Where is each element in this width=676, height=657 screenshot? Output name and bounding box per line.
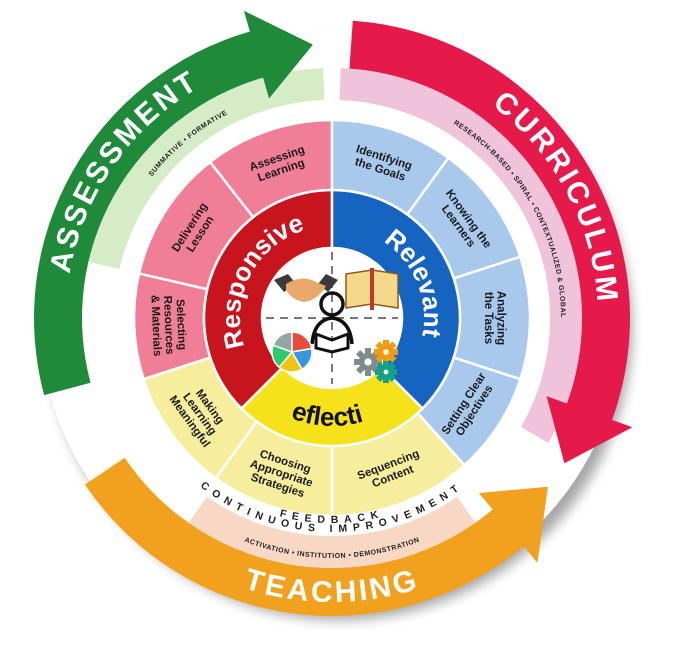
handshake-icon <box>274 274 338 302</box>
gear-tooth <box>365 368 371 376</box>
reader-book <box>314 331 350 354</box>
open-book-icon <box>345 268 399 310</box>
gear-tooth <box>383 361 389 369</box>
gear-hole <box>383 369 389 375</box>
segment-label-red-0-line-1: Resources <box>161 296 176 355</box>
pie-slice-4 <box>272 331 293 354</box>
curriculum-arrow <box>349 20 633 464</box>
book-page-right <box>371 269 399 309</box>
gear-tooth <box>383 356 389 364</box>
gear-hole <box>383 349 389 355</box>
segment-label-red-0-line-2: & Materials <box>148 295 163 357</box>
gear-hole <box>364 358 372 366</box>
assessment-band <box>88 68 325 269</box>
gear-tooth <box>383 340 389 348</box>
reader-icon <box>310 291 354 354</box>
gears-icon <box>354 340 398 383</box>
gear-teal <box>375 361 397 383</box>
pie-chart-icon <box>271 331 313 373</box>
gear-tooth <box>383 375 389 383</box>
gear-tooth <box>365 348 371 356</box>
segment-label-blue-2-line-1: the Tasks <box>482 292 494 344</box>
segment-label-red-0-line-0: Selecting <box>174 299 188 351</box>
handshake-hands <box>286 278 326 302</box>
teaching-band <box>188 496 476 568</box>
teaching-arrow <box>84 457 548 616</box>
assessment-arrow <box>33 10 313 396</box>
curriculum-band <box>339 68 582 444</box>
book-ribbon <box>370 268 374 310</box>
segment-label-blue-2-line-0: Analyzing <box>494 291 506 345</box>
gear-orange <box>374 340 398 364</box>
reader-head <box>319 291 345 317</box>
book-page-left <box>345 269 373 309</box>
